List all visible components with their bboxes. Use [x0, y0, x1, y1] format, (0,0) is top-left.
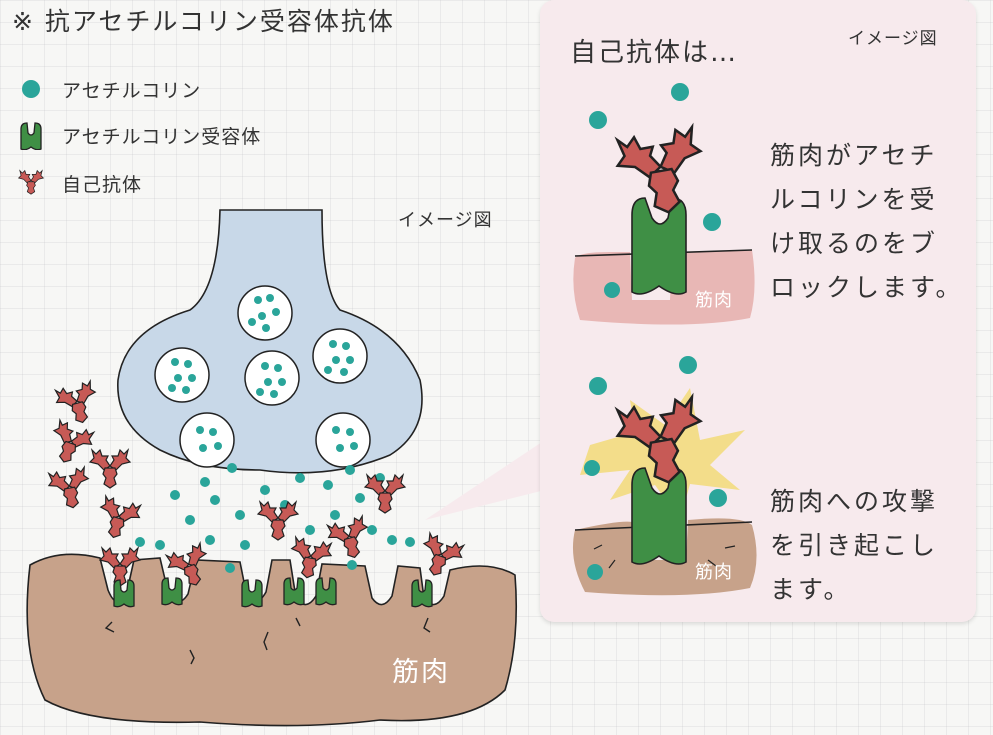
callout-illustration	[572, 83, 757, 596]
top-acetylcholine	[589, 83, 721, 298]
legend-label: 自己抗体	[62, 173, 143, 196]
vesicle-acetylcholine	[168, 294, 358, 452]
top-muscle-label: 筋肉	[695, 290, 733, 311]
callout-image-label: イメージ図	[848, 29, 938, 49]
released-acetylcholine	[135, 463, 415, 573]
legend-antibody: 自己抗体	[18, 168, 142, 198]
bottom-receptor	[631, 467, 687, 565]
bottom-description: 筋肉への攻撃 を引き起こし ます。	[770, 487, 939, 604]
callout-title: 自己抗体は…	[570, 38, 739, 68]
bottom-muscle-label: 筋肉	[695, 562, 733, 583]
page-title: ※ 抗アセチルコリン受容体抗体	[12, 7, 395, 36]
callout-panel: 自己抗体は… イメージ図 筋肉 筋肉がアセチ ルコリンを受 け取るのをブ ロック…	[540, 0, 976, 622]
top-description: 筋肉がアセチ ルコリンを受 け取るのをブ ロックします。	[770, 141, 964, 302]
legend-receptor: アセチルコリン受容体	[18, 120, 261, 150]
bottom-acetylcholine	[584, 356, 727, 580]
legend-acetylcholine: アセチルコリン	[18, 74, 201, 104]
antibody-icon	[18, 168, 44, 198]
top-muscle	[573, 250, 755, 325]
top-antibody	[612, 125, 712, 221]
top-receptor	[631, 197, 687, 295]
receptor-icon	[18, 120, 44, 150]
nerve-terminal	[117, 209, 423, 474]
acetylcholine-dot-icon	[18, 74, 44, 104]
muscle-tissue	[26, 553, 518, 727]
bottom-muscle	[572, 518, 757, 596]
muscle-label: 筋肉	[392, 657, 450, 688]
legend-label: アセチルコリン	[62, 79, 202, 102]
legend-label: アセチルコリン受容体	[62, 125, 262, 148]
callout-pointer	[425, 440, 545, 520]
image-label: イメージ図	[398, 210, 493, 231]
